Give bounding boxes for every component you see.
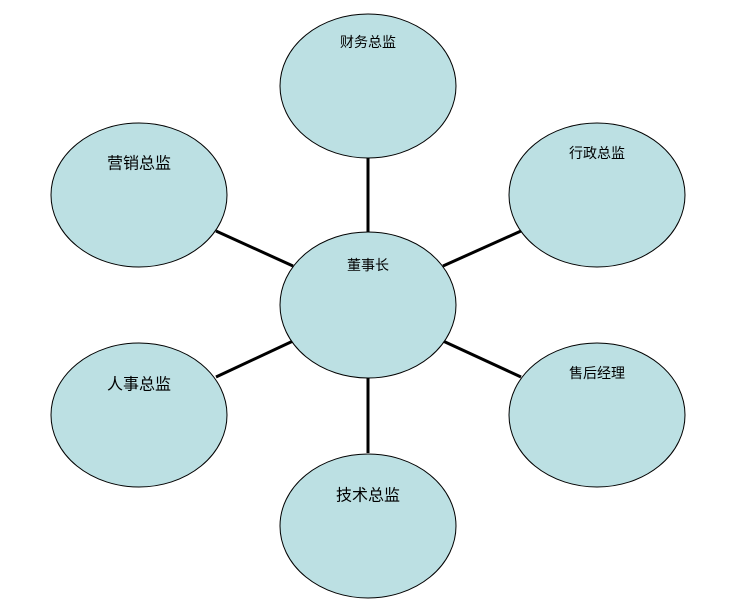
node-admin-label: 行政总监: [569, 146, 625, 162]
connector-marketing: [215, 229, 294, 268]
node-admin: 行政总监: [508, 122, 686, 268]
node-tech-label: 技术总监: [336, 486, 400, 505]
node-tech: 技术总监: [279, 453, 457, 599]
node-finance: 财务总监: [279, 13, 457, 159]
node-aftersales-label: 售后经理: [569, 366, 625, 382]
node-hr-label: 人事总监: [107, 375, 171, 394]
node-chairman-label: 董事长: [347, 258, 389, 274]
node-hr: 人事总监: [50, 342, 228, 488]
node-chairman: 董事长: [279, 231, 457, 379]
connector-hr: [215, 339, 294, 379]
node-marketing-label: 营销总监: [107, 154, 171, 173]
node-finance-label: 财务总监: [340, 35, 396, 51]
node-marketing: 营销总监: [50, 122, 228, 268]
connector-aftersales: [442, 339, 522, 379]
node-aftersales: 售后经理: [508, 342, 686, 488]
connector-admin: [442, 229, 522, 268]
